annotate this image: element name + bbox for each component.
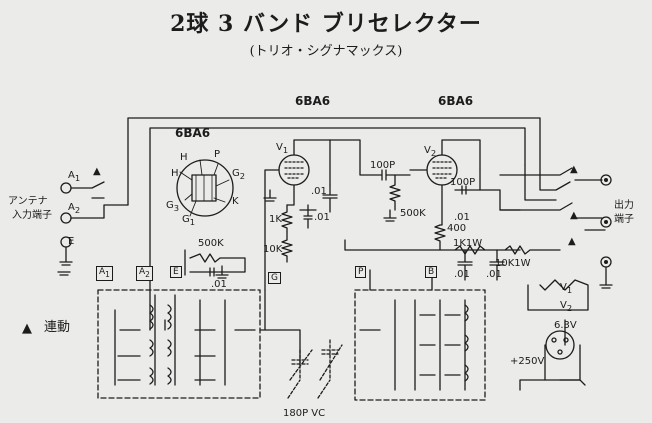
variable-capacitors bbox=[287, 339, 343, 399]
right-tank-coils bbox=[464, 304, 469, 382]
tuning-unit-box bbox=[354, 289, 486, 401]
coil-unit-internal bbox=[114, 294, 256, 386]
tube-v1-symbol bbox=[264, 139, 331, 291]
v1-to-bus bbox=[329, 139, 411, 181]
antenna-e-label: E bbox=[68, 236, 75, 247]
output-terminal-label-2: 端子 bbox=[614, 214, 634, 225]
output-jack-2 bbox=[600, 216, 612, 228]
pin-p-label: P bbox=[214, 149, 221, 160]
v1-to-cap bbox=[322, 184, 338, 213]
antenna-a2-label: A2 bbox=[68, 202, 81, 215]
tube-v2-symbol bbox=[409, 139, 481, 226]
output-jack-1 bbox=[600, 174, 612, 186]
supply-250v-label: +250V bbox=[510, 356, 545, 367]
v1-cathode-network bbox=[281, 204, 293, 233]
heater-v1-label: V1 bbox=[560, 282, 573, 295]
cap-01-b-plus-label: .01 bbox=[454, 269, 470, 280]
grounds bbox=[57, 189, 397, 279]
cap-100p-a-label: 100P bbox=[370, 160, 396, 171]
left-tank-coils bbox=[149, 304, 172, 385]
res-500k-b-label: 500K bbox=[198, 238, 224, 249]
heater-v2-label: V2 bbox=[560, 300, 573, 313]
left-rc-network bbox=[184, 249, 246, 277]
output-terminal-label-1: 出力 bbox=[614, 200, 634, 211]
res-1k-label: 1K bbox=[269, 214, 282, 225]
ganged-marker: ▲ bbox=[22, 321, 32, 336]
page-title: 2球 3 バンド ブリセレクター bbox=[170, 11, 482, 37]
box-a2: A2 bbox=[136, 266, 153, 281]
pin-h2-label: H bbox=[171, 168, 179, 179]
decoupling-caps bbox=[457, 249, 505, 281]
v2-plate-cap2 bbox=[479, 189, 521, 211]
heater-63v-label: 6.3V bbox=[554, 320, 577, 331]
v1-cathode-cap bbox=[299, 204, 317, 229]
box-g: G bbox=[268, 272, 281, 284]
output-grounds bbox=[599, 266, 613, 289]
antenna-terminal-label-2: 入力端子 bbox=[12, 210, 52, 221]
top-bus-outer bbox=[127, 117, 541, 206]
pin-k-label: K bbox=[232, 196, 239, 207]
box-b: B bbox=[425, 266, 438, 278]
res-10k1w-label: 10K1W bbox=[495, 258, 531, 269]
res-500k-a-label: 500K bbox=[400, 208, 426, 219]
cap-01-v1-label: .01 bbox=[311, 186, 327, 197]
heater-socket bbox=[545, 330, 575, 360]
v1-label: V1 bbox=[276, 142, 289, 155]
cap-01-v1b-label: .01 bbox=[314, 212, 330, 223]
box-e: E bbox=[170, 266, 182, 278]
cap-100p-b-label: 100P bbox=[450, 177, 476, 188]
cap-01-v2-label: .01 bbox=[454, 212, 470, 223]
top-bus-inner bbox=[149, 127, 526, 331]
tube-label-top-left: 6BA6 bbox=[295, 94, 331, 108]
switch-marker-1: ▲ bbox=[93, 166, 101, 177]
res-10k-label: 10K bbox=[263, 244, 283, 255]
box-a1: A1 bbox=[96, 266, 113, 281]
var-cap-label: 180P VC bbox=[283, 408, 326, 419]
tube-base-diagram bbox=[176, 159, 234, 217]
antenna-jack-a1 bbox=[60, 182, 72, 194]
tube-base-name: 6BA6 bbox=[175, 126, 211, 140]
tuning-unit-internal bbox=[359, 269, 466, 391]
switch-marker-2: ▲ bbox=[570, 164, 578, 175]
pin-h1-label: H bbox=[180, 152, 188, 163]
res-1k1w-label: 1K1W bbox=[453, 238, 483, 249]
ganged-text: 連動 bbox=[44, 320, 71, 335]
antenna-a1-label: A1 bbox=[68, 170, 81, 183]
v2-grid-res bbox=[389, 174, 401, 211]
antenna-wiring bbox=[59, 181, 129, 266]
v2-label: V2 bbox=[424, 145, 437, 158]
supply-line bbox=[519, 379, 586, 391]
res-10k-pot bbox=[281, 231, 293, 263]
switch-marker-3: ▲ bbox=[570, 210, 578, 221]
tube-label-top-right: 6BA6 bbox=[438, 94, 474, 108]
output-switch bbox=[499, 164, 606, 231]
switch-marker-4: ▲ bbox=[568, 236, 576, 247]
pin-g1-label: G1 bbox=[182, 214, 196, 227]
antenna-terminal-label-1: アンテナ bbox=[8, 196, 48, 207]
pin-g2-label: G2 bbox=[232, 168, 246, 181]
page-subtitle: (トリオ・シグナマックス) bbox=[249, 44, 403, 59]
coil-unit-to-g bbox=[259, 289, 301, 366]
box-p: P bbox=[355, 266, 367, 278]
res-400-label: 400 bbox=[447, 223, 467, 234]
cap-01-b-plus2-label: .01 bbox=[486, 269, 502, 280]
v2-cathode-res bbox=[434, 224, 446, 251]
cap-01-left-label: .01 bbox=[211, 279, 227, 290]
pin-g3-label: G3 bbox=[166, 200, 180, 213]
b-plus-line bbox=[344, 239, 561, 255]
coil-unit-box bbox=[97, 289, 261, 399]
